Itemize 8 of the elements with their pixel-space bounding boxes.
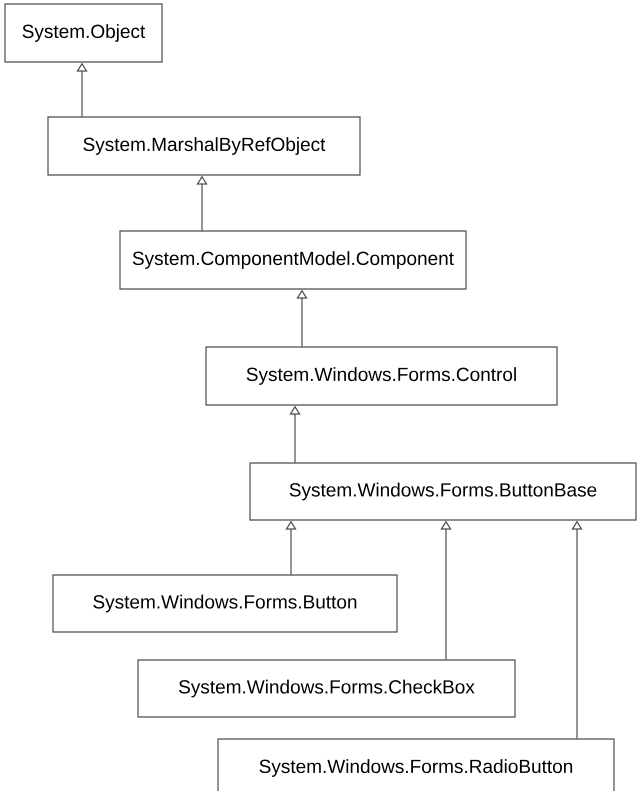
class-box: System.ComponentModel.Component [119, 230, 467, 290]
class-box: System.MarshalByRefObject [47, 116, 361, 176]
class-box: System.Windows.Forms.CheckBox [137, 659, 516, 718]
class-box: System.Windows.Forms.Control [205, 346, 558, 406]
class-box: System.Windows.Forms.Button [52, 574, 398, 633]
class-box: System.Object [4, 3, 163, 63]
class-box: System.Windows.Forms.RadioButton [217, 738, 615, 791]
class-box: System.Windows.Forms.ButtonBase [249, 462, 637, 521]
